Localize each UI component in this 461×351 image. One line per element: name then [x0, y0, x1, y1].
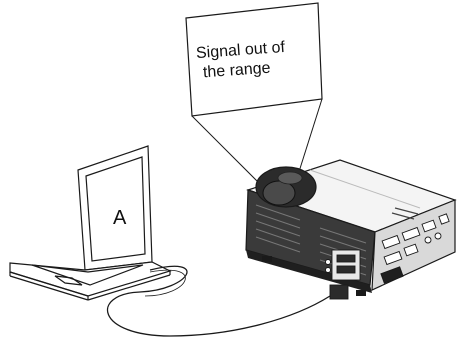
- brand-mark: [391, 207, 419, 220]
- laptop: [9, 145, 172, 301]
- rear-ports: [380, 213, 450, 284]
- projector-lens: [262, 180, 296, 206]
- vga-cable: [107, 265, 331, 337]
- power-socket: [329, 284, 349, 300]
- laptop-screen: [85, 156, 146, 262]
- laptop-touchpad: [54, 275, 83, 286]
- projector: [245, 159, 457, 300]
- input-panel: [325, 249, 361, 300]
- laptop-label: A: [113, 207, 127, 229]
- cable-return: [144, 269, 186, 297]
- projection-beam: [191, 98, 323, 187]
